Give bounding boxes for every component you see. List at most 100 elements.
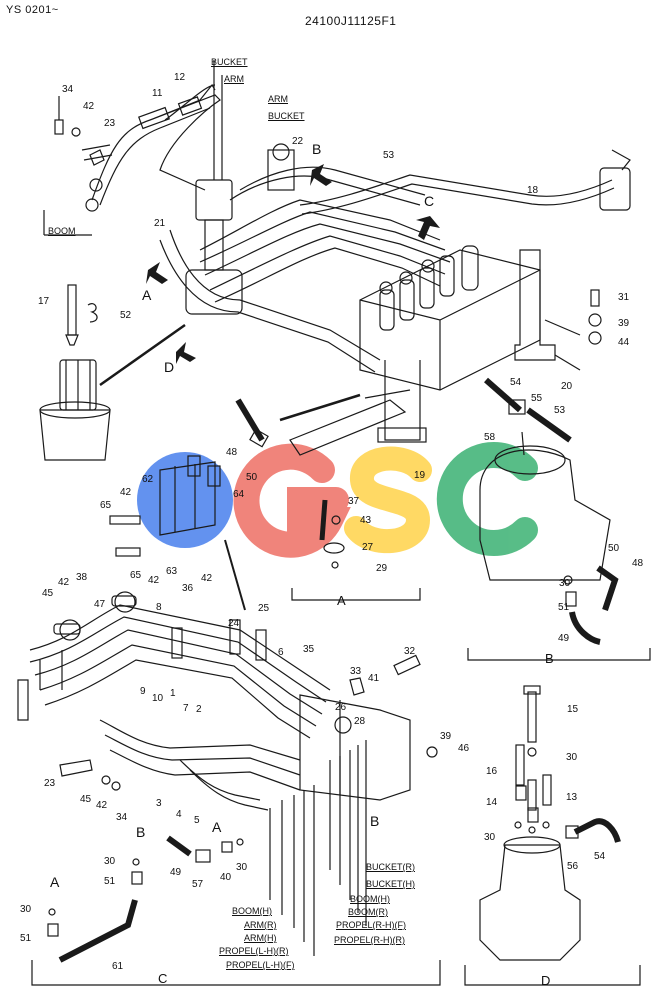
part-callout: 10: [152, 693, 164, 704]
hose-port-tag: PROPEL(R-H)(F): [336, 920, 406, 930]
part-callout: 11: [152, 88, 163, 99]
part-callout: 57: [192, 879, 204, 890]
part-callout: 8: [156, 602, 162, 613]
part-callout: 53: [554, 405, 566, 416]
part-callout: 21: [154, 218, 166, 229]
hose-port-tag: ARM(R): [244, 920, 277, 930]
part-callout: 19: [414, 470, 426, 481]
part-callout: 42: [83, 101, 95, 112]
part-callout: 44: [618, 337, 630, 348]
view-marker: B: [312, 141, 322, 157]
part-callout: 39: [618, 318, 630, 329]
section-label: C: [158, 971, 168, 986]
part-callout: 38: [76, 572, 88, 583]
part-callout: 23: [44, 778, 56, 789]
part-callout: 25: [258, 603, 270, 614]
watermark-red-g: [233, 443, 351, 558]
part-callout: 34: [116, 812, 128, 823]
watermark-yellow-s: [344, 446, 432, 554]
part-callout: 26: [335, 702, 347, 713]
swivel-joint-body: [185, 269, 243, 315]
part-callout: 46: [458, 743, 470, 754]
part-callout: 3: [156, 798, 162, 809]
part-callout: 64: [233, 489, 245, 500]
watermark-logo: [137, 442, 538, 558]
part-callout: 15: [567, 704, 579, 715]
part-callout: 42: [58, 577, 70, 588]
part-callout: 61: [112, 961, 124, 972]
part-callout: 50: [608, 543, 620, 554]
part-callout: 13: [566, 792, 578, 803]
part-callout: 50: [246, 472, 258, 483]
part-callout: 14: [486, 797, 498, 808]
part-callout: 23: [104, 118, 116, 129]
part-callout: 53: [383, 150, 395, 161]
watermark-blue-circle: [137, 452, 233, 548]
view-marker: D: [164, 359, 175, 375]
part-callout: 4: [176, 809, 182, 820]
part-callout: 28: [354, 716, 366, 727]
hose-port-tag: PROPEL(L-H)(F): [226, 960, 295, 970]
view-arrows: [146, 164, 440, 364]
part-callout: 16: [486, 766, 498, 777]
serial-range: YS 0201~: [6, 4, 59, 16]
section-label: B: [545, 651, 554, 666]
part-callout: 6: [278, 647, 284, 658]
view-marker: A: [142, 287, 152, 303]
part-callout: 65: [100, 500, 112, 511]
part-callout: 56: [567, 861, 579, 872]
line-art: [17, 60, 651, 986]
part-callout: 51: [20, 933, 32, 944]
part-callout: 24: [228, 618, 240, 629]
part-callout: 30: [484, 832, 496, 843]
part-callout: 48: [226, 447, 238, 458]
part-callout: 17: [38, 296, 50, 307]
part-callout: 30: [559, 578, 571, 589]
part-callout: 39: [440, 731, 452, 742]
hose-port-tag: BOOM: [48, 226, 76, 236]
part-callout: 54: [510, 377, 522, 388]
part-callout: 42: [148, 575, 160, 586]
view-marker: A: [212, 819, 222, 835]
hose-port-tag: ARM: [224, 74, 244, 84]
part-callout: 63: [166, 566, 178, 577]
hose-port-tag: ARM(H): [244, 933, 277, 943]
hose-port-tag: BOOM(R): [348, 907, 388, 917]
part-callout: 51: [104, 876, 116, 887]
part-callout: 49: [170, 867, 182, 878]
part-callout: 18: [527, 185, 539, 196]
part-callout: 5: [194, 815, 200, 826]
part-callout: 27: [362, 542, 374, 553]
hose-port-tag: BUCKET(H): [366, 879, 415, 889]
part-callout: 58: [484, 432, 496, 443]
part-callout: 42: [201, 573, 213, 584]
part-callout: 30: [566, 752, 578, 763]
part-callout: 52: [120, 310, 132, 321]
part-callout: 9: [140, 686, 146, 697]
part-callout: 42: [96, 800, 108, 811]
part-callout: 2: [196, 704, 202, 715]
part-callout: 32: [404, 646, 416, 657]
part-callout: 47: [94, 599, 106, 610]
section-d-swivel-body: [479, 844, 581, 961]
watermark-green-c: [436, 442, 538, 556]
hose-port-tag: BOOM(H): [350, 894, 390, 904]
hose-port-tag: BUCKET: [211, 57, 248, 67]
part-callout: 48: [632, 558, 644, 569]
part-callout: 30: [236, 862, 248, 873]
part-callout: 36: [182, 583, 194, 594]
hose-port-tag: PROPEL(R-H)(R): [334, 935, 405, 945]
part-callout: 31: [618, 292, 630, 303]
part-callout: 40: [220, 872, 232, 883]
part-callout: 54: [594, 851, 606, 862]
part-callout: 29: [376, 563, 388, 574]
swivel-detail-body: [39, 409, 111, 461]
part-callout: 62: [142, 474, 154, 485]
part-callout: 43: [360, 515, 372, 526]
part-callout: 7: [183, 703, 189, 714]
part-callout: 33: [350, 666, 362, 677]
part-callout: 49: [558, 633, 570, 644]
view-marker: A: [50, 874, 60, 890]
